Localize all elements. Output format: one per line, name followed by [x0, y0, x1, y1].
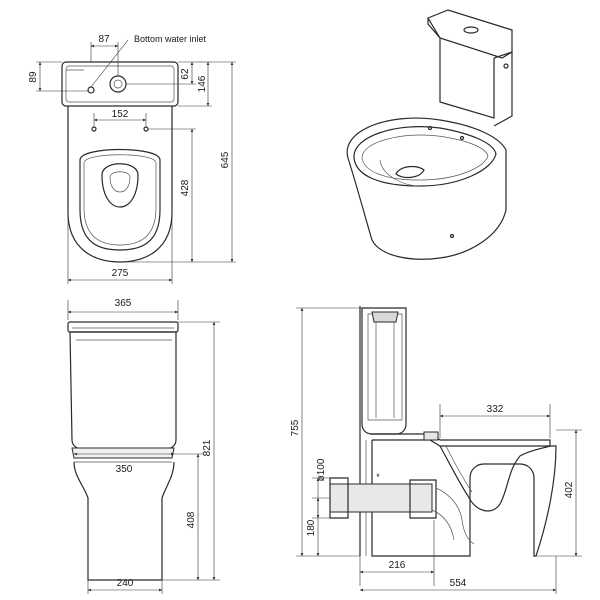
- dim-inlet-offset: 87: [98, 34, 110, 45]
- dim-outlet-setout: 216: [389, 560, 406, 571]
- side-section-view: * 332 755 ø100 180 402 216 554: [290, 306, 582, 594]
- top-view-bowl: [67, 106, 173, 263]
- dim-outlet-diameter: ø100: [316, 458, 327, 481]
- dim-tank-width: 365: [115, 298, 132, 309]
- dim-overall-depth: 645: [220, 151, 231, 168]
- annotation-star: *: [376, 472, 380, 482]
- water-inlet-marker: [87, 86, 95, 94]
- dim-seat-length: 332: [487, 404, 504, 415]
- dim-side-overall-height: 755: [290, 419, 301, 436]
- front-view: 365 350 821 408 240: [67, 298, 220, 594]
- dim-front-overall-height: 821: [202, 439, 213, 456]
- label-bottom-water-inlet: Bottom water inlet: [134, 34, 207, 44]
- dim-overall-projection: 554: [450, 578, 467, 589]
- dim-bowl-width: 275: [112, 268, 129, 279]
- dim-inlet-center: 62: [180, 68, 191, 80]
- top-view-seat: [79, 148, 161, 251]
- dim-outlet-height: 180: [306, 519, 317, 536]
- dim-fixing-spacing: 152: [112, 109, 129, 120]
- flush-button: [109, 75, 127, 93]
- isometric-view: [346, 9, 513, 260]
- dim-rim-height: 402: [564, 481, 575, 498]
- top-view: 87 Bottom water inlet 89 62 146 645 152: [28, 34, 236, 284]
- dim-tank-depth-right: 146: [197, 75, 208, 92]
- dim-tank-base-width: 350: [116, 464, 133, 475]
- dim-pan-height: 408: [186, 511, 197, 528]
- dim-base-width: 240: [117, 578, 134, 589]
- dim-bowl-depth: 428: [180, 179, 191, 196]
- dim-tank-depth-left: 89: [28, 71, 39, 83]
